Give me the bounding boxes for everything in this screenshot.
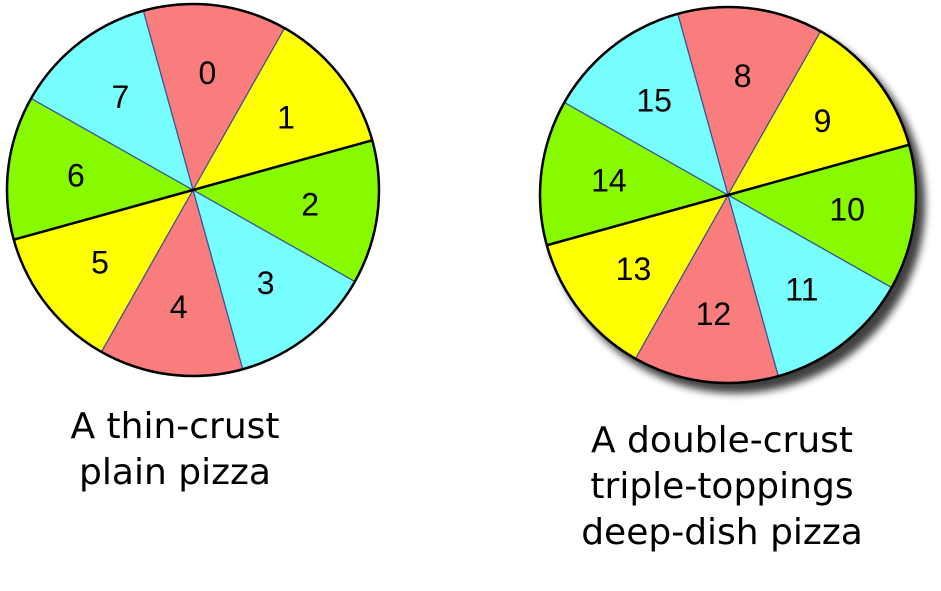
slice-number-label: 2 [301,186,319,222]
deep-dish-pizza: 8 9 10 11 12 13 14 15 [538,5,918,385]
slice-number-label: 9 [814,103,832,139]
slice-number-label: 14 [591,162,627,198]
caption-line: plain pizza [79,452,271,493]
slice-number-label: 3 [257,265,275,301]
slice-number-label: 15 [636,82,672,118]
slice-number-label: 0 [198,55,216,91]
caption-line: A double-crust [590,420,854,461]
slice-number-label: 6 [67,158,85,194]
slice-number-label: 4 [170,289,188,325]
thin-crust-pizza: 0 1 2 3 4 5 6 7 [5,2,381,378]
cut-line [546,143,910,247]
slice-number-label: 10 [829,192,865,228]
slice-number-label: 8 [734,58,752,94]
deep-dish-caption: A double-crust triple-toppings deep-dish… [542,418,902,556]
pizza-crust [538,5,918,385]
slice-number-label: 1 [277,99,295,135]
slice-number-label: 13 [616,251,652,287]
slice-number-label: 7 [111,79,129,115]
pizza-crust [5,2,381,378]
slice-number-label: 12 [696,296,732,332]
thin-crust-caption: A thin-crust plain pizza [25,404,325,496]
slice-number-label: 11 [785,272,818,308]
cut-line [13,139,373,241]
caption-line: deep-dish pizza [581,512,863,553]
caption-line: A thin-crust [70,406,280,447]
slice-number-label: 5 [91,245,109,281]
caption-line: triple-toppings [590,466,854,507]
